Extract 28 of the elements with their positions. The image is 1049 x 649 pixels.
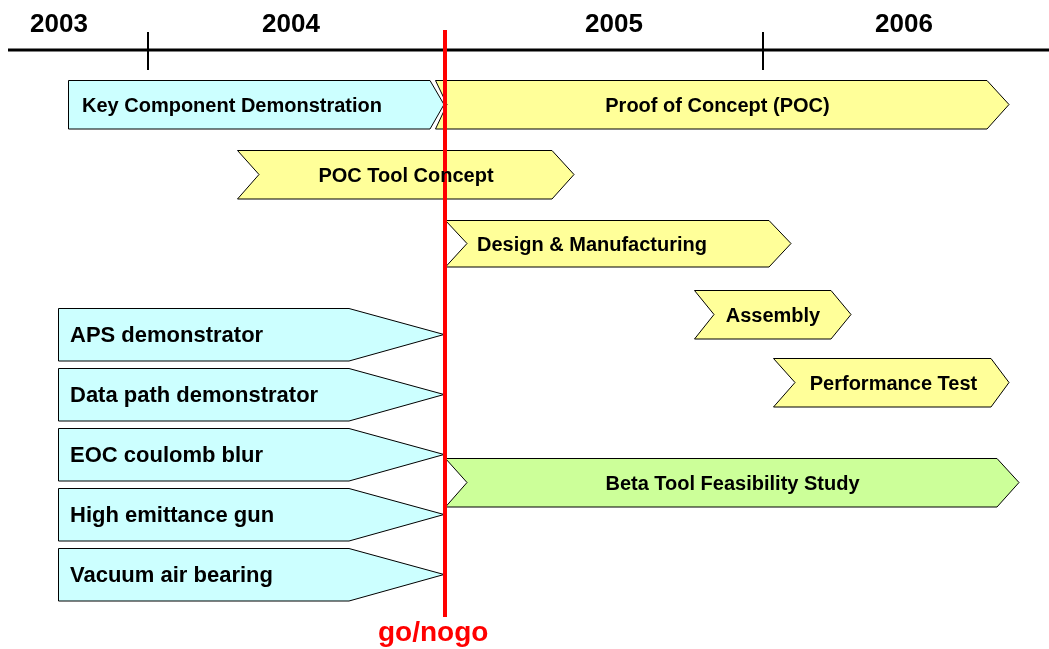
milestone-bar [58, 488, 445, 542]
year-label: 2003 [30, 8, 88, 39]
task-label: Assembly [724, 303, 822, 327]
task-label: Data path demonstrator [70, 382, 319, 408]
milestone-bar [68, 80, 445, 130]
milestone-bar [58, 428, 445, 482]
task-label: High emittance gun [70, 502, 275, 528]
milestone-bar [58, 548, 445, 602]
gantt-bar [435, 80, 1010, 130]
task-label: Vacuum air bearing [70, 562, 273, 588]
year-label: 2004 [262, 8, 320, 39]
year-label: 2005 [585, 8, 643, 39]
milestone-bar [58, 308, 445, 362]
task-label: Proof of Concept (POC) [604, 93, 831, 117]
task-label: Performance Test [808, 371, 979, 395]
task-label: Design & Manufacturing [477, 232, 707, 256]
task-label: Key Component Demonstration [82, 93, 383, 117]
milestone-label: go/nogo [378, 616, 489, 648]
gantt-bar [445, 458, 1020, 508]
gantt-bar [694, 290, 852, 340]
task-label: Beta Tool Feasibility Study [604, 471, 861, 495]
gantt-bar [773, 358, 1010, 408]
milestone-bar [58, 368, 445, 422]
task-label: EOC coulomb blur [70, 442, 264, 468]
gantt-bar [237, 150, 575, 200]
year-label: 2006 [875, 8, 933, 39]
task-label: APS demonstrator [70, 322, 264, 348]
gantt-bar [445, 220, 792, 268]
